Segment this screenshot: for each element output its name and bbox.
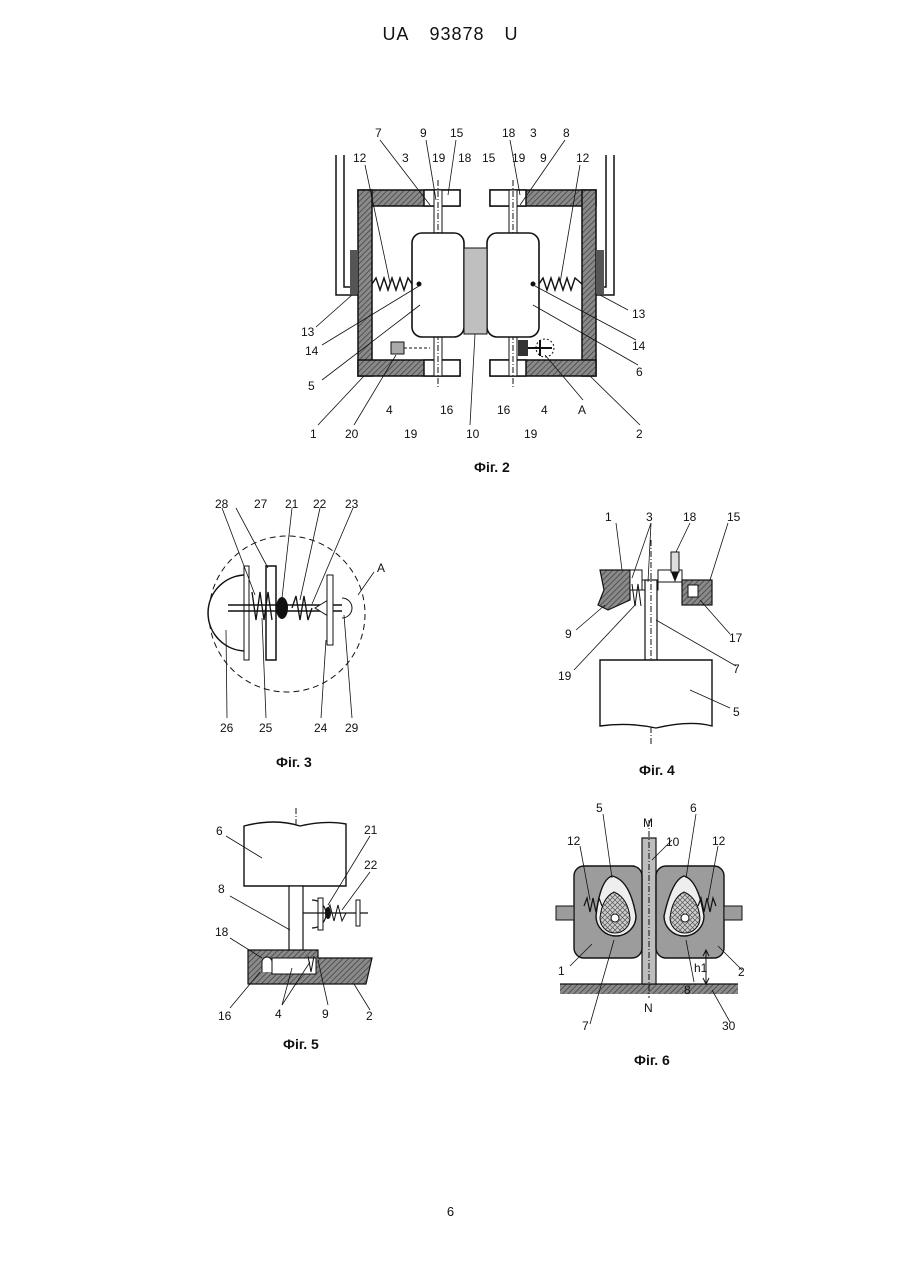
fig4-label-3: 3 xyxy=(646,510,653,524)
figure-2-drawing: 7 9 15 18 3 8 12 3 19 18 15 19 9 12 13 1… xyxy=(301,126,646,441)
figure-5-caption: Фіг. 5 xyxy=(283,1036,319,1052)
fig3-label-A: A xyxy=(377,561,385,575)
fig6-label-1: 1 xyxy=(558,964,565,978)
fig2-label-A: A xyxy=(578,403,586,417)
fig2-label-18-left: 18 xyxy=(458,151,472,165)
figure-2-caption: Фіг. 2 xyxy=(474,459,510,475)
fig2-label-5: 5 xyxy=(308,379,315,393)
fig2-label-16-left: 16 xyxy=(440,403,454,417)
fig2-label-19-left: 19 xyxy=(432,151,446,165)
fig4-label-9: 9 xyxy=(565,627,572,641)
fig4-label-7: 7 xyxy=(733,662,740,676)
fig6-label-30: 30 xyxy=(722,1019,736,1033)
fig5-label-4: 4 xyxy=(275,1007,282,1021)
figure-5-drawing: 6 21 22 8 18 16 4 9 2 xyxy=(215,808,378,1023)
fig2-label-19-bottom-left: 19 xyxy=(404,427,418,441)
fig3-label-26: 26 xyxy=(220,721,234,735)
fig2-label-15-right: 15 xyxy=(482,151,496,165)
figure-6-drawing: 5 M 6 12 10 12 1 h1 2 7 N 8 30 xyxy=(556,801,745,1033)
fig5-label-16: 16 xyxy=(218,1009,232,1023)
fig2-label-9-right: 9 xyxy=(540,151,547,165)
fig2-label-3: 3 xyxy=(530,126,537,140)
fig2-label-9: 9 xyxy=(420,126,427,140)
fig4-label-19: 19 xyxy=(558,669,572,683)
fig2-label-20: 20 xyxy=(345,427,359,441)
fig6-label-10: 10 xyxy=(666,835,680,849)
fig3-label-27: 27 xyxy=(254,497,268,511)
fig3-label-22: 22 xyxy=(313,497,327,511)
fig2-label-10: 10 xyxy=(466,427,480,441)
fig2-label-6: 6 xyxy=(636,365,643,379)
fig6-label-M: M xyxy=(643,816,653,830)
fig6-label-7: 7 xyxy=(582,1019,589,1033)
figure-3-caption: Фіг. 3 xyxy=(276,754,312,770)
fig5-label-8: 8 xyxy=(218,882,225,896)
fig2-label-8: 8 xyxy=(563,126,570,140)
fig4-label-5: 5 xyxy=(733,705,740,719)
fig5-label-22: 22 xyxy=(364,858,378,872)
fig3-label-21: 21 xyxy=(285,497,299,511)
fig3-label-28: 28 xyxy=(215,497,229,511)
fig6-label-5: 5 xyxy=(596,801,603,815)
fig2-label-16-right: 16 xyxy=(497,403,511,417)
fig4-label-1: 1 xyxy=(605,510,612,524)
fig2-label-3-left: 3 xyxy=(402,151,409,165)
fig2-label-13-left: 13 xyxy=(301,325,315,339)
fig5-label-6: 6 xyxy=(216,824,223,838)
fig6-label-N: N xyxy=(644,1001,653,1015)
fig3-label-23: 23 xyxy=(345,497,359,511)
fig5-label-9: 9 xyxy=(322,1007,329,1021)
fig3-label-25: 25 xyxy=(259,721,273,735)
fig3-label-29: 29 xyxy=(345,721,359,735)
fig2-label-4-left: 4 xyxy=(386,403,393,417)
fig2-label-14-left: 14 xyxy=(305,344,319,358)
fig4-label-18: 18 xyxy=(683,510,697,524)
page-number: 6 xyxy=(0,1204,901,1219)
fig5-label-18: 18 xyxy=(215,925,229,939)
figure-4-caption: Фіг. 4 xyxy=(639,762,675,778)
fig2-label-13-right: 13 xyxy=(632,307,646,321)
fig2-label-12-right: 12 xyxy=(576,151,590,165)
fig6-label-h1: h1 xyxy=(694,961,708,975)
fig5-label-2: 2 xyxy=(366,1009,373,1023)
fig5-label-21: 21 xyxy=(364,823,378,837)
fig6-label-8: 8 xyxy=(684,983,691,997)
fig2-label-18: 18 xyxy=(502,126,516,140)
figure-6-caption: Фіг. 6 xyxy=(634,1052,670,1068)
fig2-label-7: 7 xyxy=(375,126,382,140)
fig6-label-6: 6 xyxy=(690,801,697,815)
fig2-label-4-right: 4 xyxy=(541,403,548,417)
fig6-label-12-right: 12 xyxy=(712,834,726,848)
figure-3-drawing: 28 27 21 22 23 A 26 25 24 29 xyxy=(208,497,385,735)
fig2-label-12-left: 12 xyxy=(353,151,367,165)
fig4-label-17: 17 xyxy=(729,631,743,645)
fig6-label-2: 2 xyxy=(738,965,745,979)
fig4-label-15: 15 xyxy=(727,510,741,524)
figure-4-drawing: 1 3 18 15 9 17 7 19 5 xyxy=(558,510,743,745)
fig6-label-12-left: 12 xyxy=(567,834,581,848)
fig2-label-19-bottom-right: 19 xyxy=(524,427,538,441)
fig2-label-2: 2 xyxy=(636,427,643,441)
fig2-label-19-right: 19 xyxy=(512,151,526,165)
fig2-label-1: 1 xyxy=(310,427,317,441)
fig2-label-15: 15 xyxy=(450,126,464,140)
fig3-label-24: 24 xyxy=(314,721,328,735)
fig2-label-14-right: 14 xyxy=(632,339,646,353)
